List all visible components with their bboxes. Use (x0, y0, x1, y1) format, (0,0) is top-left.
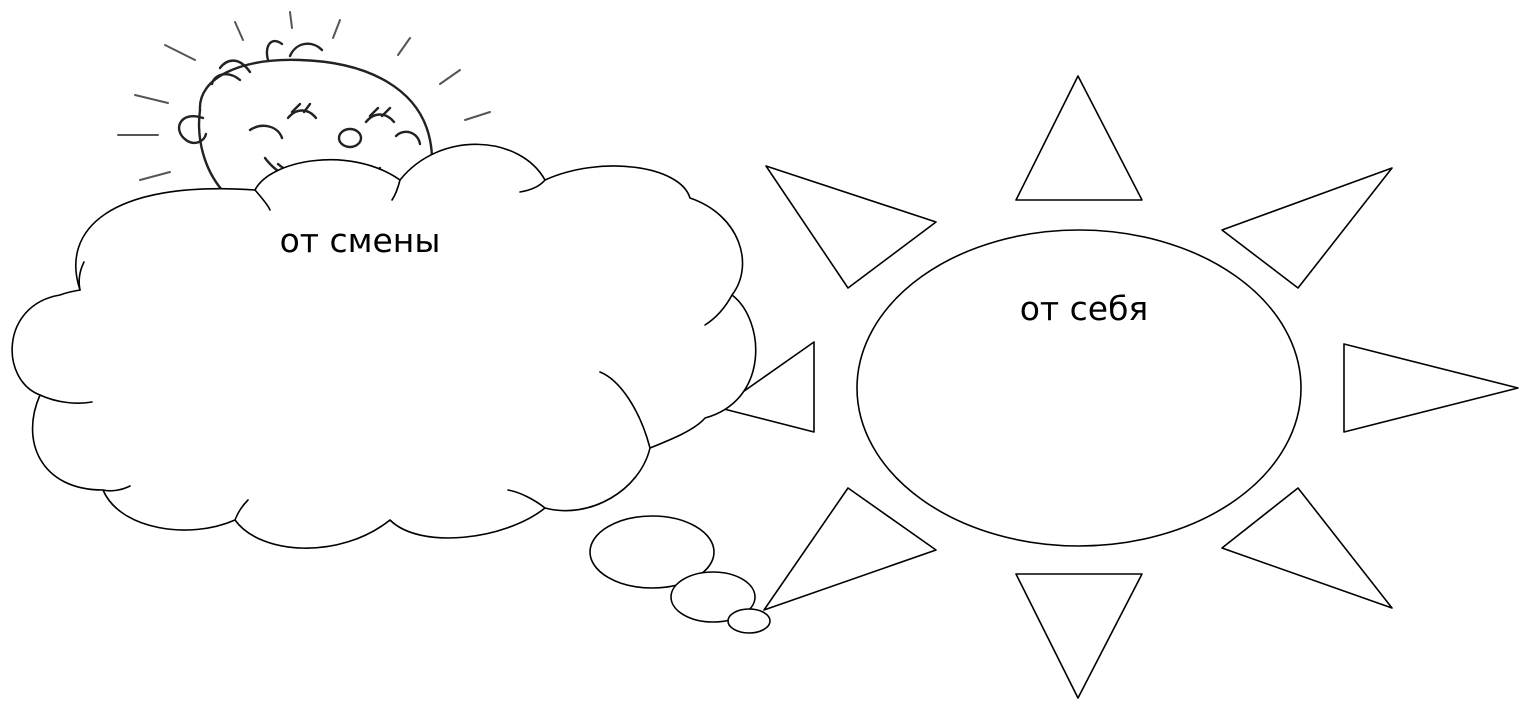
sun-ray-right (1343, 343, 1519, 433)
sun-ellipse (856, 229, 1302, 547)
thought-bubbles (589, 515, 771, 634)
sun-label: от себя (1020, 289, 1149, 328)
cloud-label: от смены (280, 221, 441, 260)
sun-ray-left (719, 341, 815, 433)
sun-ray-bottom (1015, 573, 1143, 699)
sun-rays (719, 75, 1519, 699)
thought-cloud (11, 143, 757, 549)
sun-ray-top-right (1221, 167, 1393, 289)
thought-bubble-small (727, 608, 771, 634)
sun-ray-bottom-left (763, 487, 937, 611)
sun-ray-bottom-right (1221, 487, 1393, 609)
sun-ray-top-left (765, 165, 937, 289)
sun-ray-top (1015, 75, 1143, 201)
thought-bubble-large (589, 515, 715, 589)
thought-bubble-medium (670, 571, 756, 623)
